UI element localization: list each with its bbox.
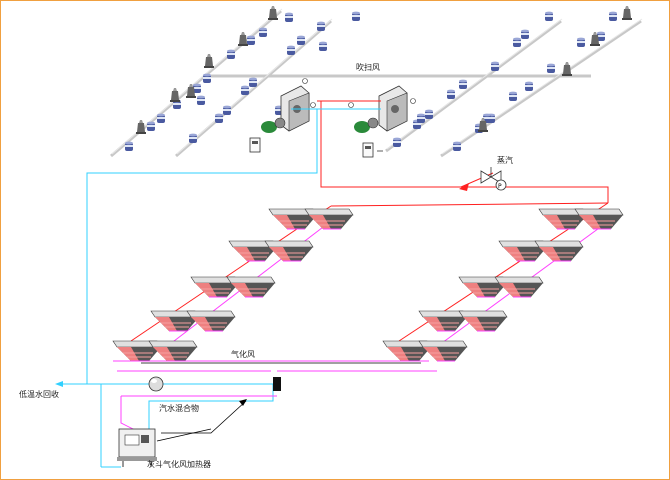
steam-arrow xyxy=(459,183,469,191)
low-temp-return-label: 低温水回收 xyxy=(19,389,59,399)
gasify-air-label: 气化风 xyxy=(231,349,255,359)
blow-header-pipes xyxy=(110,9,642,158)
fan-motor-icon xyxy=(261,117,379,133)
steam-label: 蒸汽 xyxy=(497,155,513,165)
ash-hopper-icon xyxy=(112,208,624,362)
tank-icon xyxy=(148,376,164,392)
pump-icon: P xyxy=(495,179,507,191)
heater-icon xyxy=(117,428,157,467)
blower-icon xyxy=(280,85,408,132)
air-arrow xyxy=(239,399,247,406)
upper-section: 吹扫风 xyxy=(110,6,643,158)
gasify-air-pipes xyxy=(141,362,421,442)
svg-text:P: P xyxy=(498,183,502,190)
mix-valve-icon xyxy=(273,377,281,391)
valve-icon xyxy=(302,78,416,108)
blow-air-label: 吹扫风 xyxy=(356,62,380,72)
heater-label: 灰斗气化风加热器 xyxy=(147,459,211,469)
steam-valve-icon xyxy=(480,167,502,184)
steam-water-mix-label: 汽水混合物 xyxy=(159,403,199,413)
steam-pipes xyxy=(130,100,609,342)
water-pipes xyxy=(59,108,381,468)
outlet-arrow xyxy=(55,381,63,387)
control-cabinet-icon xyxy=(249,137,383,158)
